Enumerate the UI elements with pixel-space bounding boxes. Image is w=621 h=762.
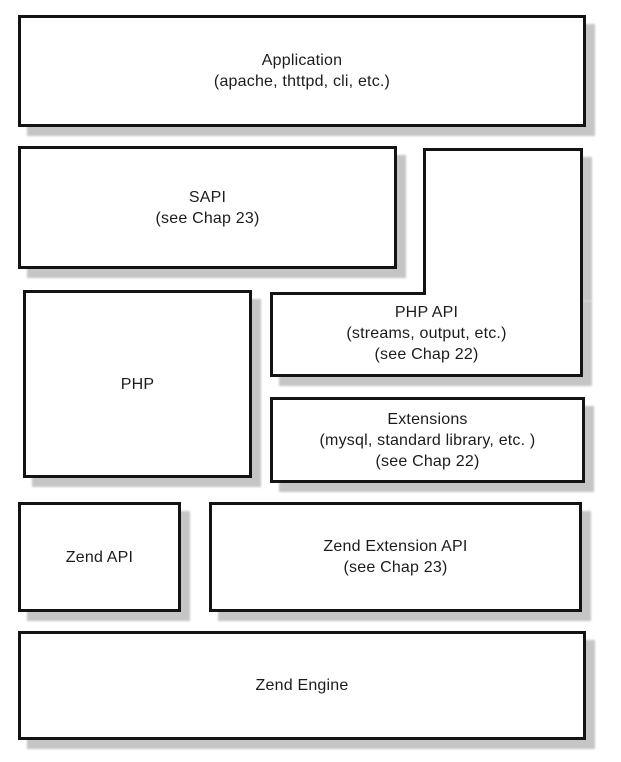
box-zend-api-title: Zend API xyxy=(65,548,134,566)
box-zend-extension-api: Zend Extension API (see Chap 23) xyxy=(209,502,582,612)
box-php-api-chapter: (see Chap 22) xyxy=(374,345,479,363)
box-zend-extension-api-title: Zend Extension API xyxy=(323,538,468,555)
box-zend-engine-title: Zend Engine xyxy=(255,677,349,694)
box-extensions-subtitle: (mysql, standard library, etc. ) xyxy=(319,431,536,449)
php-api-partial-top-border xyxy=(270,292,426,295)
box-application-title: Application xyxy=(261,52,343,69)
box-php-api: PHP API (streams, output, etc.) (see Cha… xyxy=(270,292,583,377)
box-zend-api: Zend API xyxy=(18,502,181,612)
box-zend-engine: Zend Engine xyxy=(18,631,586,740)
box-php-api-title: PHP API xyxy=(394,303,459,321)
box-extensions-title: Extensions xyxy=(387,410,468,428)
box-php-api-subtitle: (streams, output, etc.) xyxy=(346,324,507,342)
box-extensions-chapter: (see Chap 22) xyxy=(375,452,480,470)
box-sapi: SAPI (see Chap 23) xyxy=(18,146,397,269)
box-php: PHP xyxy=(23,290,252,478)
box-sapi-side-empty xyxy=(423,148,583,292)
box-application: Application (apache, thttpd, cli, etc.) xyxy=(18,15,586,127)
box-sapi-subtitle: (see Chap 23) xyxy=(155,209,260,227)
box-extensions: Extensions (mysql, standard library, etc… xyxy=(270,397,585,483)
box-application-subtitle: (apache, thttpd, cli, etc.) xyxy=(213,73,391,90)
box-sapi-title: SAPI xyxy=(188,188,227,206)
box-php-title: PHP xyxy=(120,375,155,393)
box-zend-extension-api-chapter: (see Chap 23) xyxy=(343,559,448,576)
